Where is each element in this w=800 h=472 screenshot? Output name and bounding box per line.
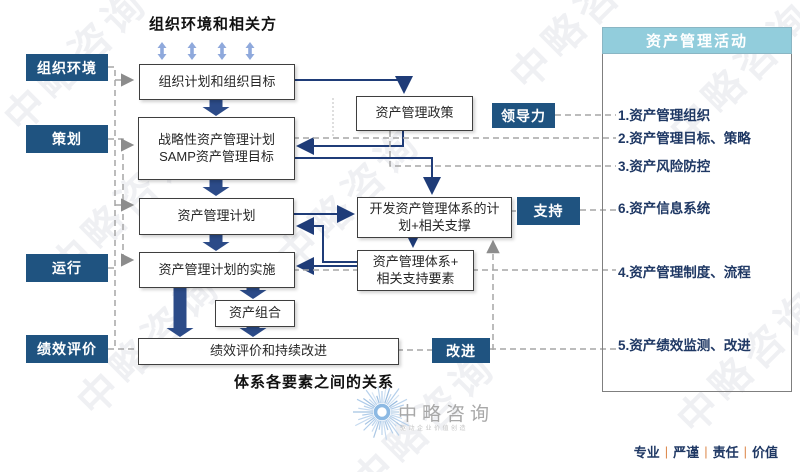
flow-box-am-plan: 资产管理计划 — [139, 198, 294, 235]
footer-value: 专业 — [633, 445, 660, 460]
stage-box-environment: 组织环境 — [26, 54, 108, 81]
stage-box-evaluation: 绩效评价 — [26, 335, 108, 363]
footer-value: 责任 — [712, 445, 739, 460]
panel-item-info-system: 6.资产信息系统 — [618, 201, 711, 216]
flow-box-policy: 资产管理政策 — [356, 96, 473, 131]
footer-separator-icon: | — [704, 444, 708, 459]
footer-separator-icon: | — [664, 444, 669, 459]
footer-value: 价值 — [751, 445, 778, 460]
logo-starburst-icon — [353, 382, 410, 440]
dashed-connectors — [108, 66, 616, 351]
tag-box-improvement: 改进 — [432, 338, 490, 363]
flow-box-system-support: 资产管理体系+ 相关支持要素 — [357, 250, 474, 291]
stage-box-planning: 策划 — [26, 125, 108, 153]
panel-item-org: 1.资产管理组织 — [618, 108, 711, 123]
footer-separator-icon: | — [743, 444, 747, 459]
panel-item-monitoring: 5.资产绩效监测、改进 — [618, 338, 751, 353]
flow-box-org-goals: 组织计划和组织目标 — [139, 64, 295, 100]
flow-box-portfolio: 资产组合 — [215, 300, 295, 327]
flow-box-performance: 绩效评价和持续改进 — [138, 338, 399, 365]
flow-box-samp: 战略性资产管理计划 SAMP资产管理目标 — [138, 117, 295, 180]
logo-ring-icon — [373, 403, 391, 421]
stage-box-operation: 运行 — [26, 254, 108, 282]
panel-item-objectives: 2.资产管理目标、策略 — [618, 131, 751, 146]
activities-panel: 资产管理活动 1.资产管理组织 2.资产管理目标、策略 3.资产风险防控 6.资… — [602, 27, 792, 392]
panel-item-risk: 3.资产风险防控 — [618, 159, 711, 174]
footer-value: 严谨 — [673, 445, 700, 460]
flow-box-develop-system: 开发资产管理体系的计 划+相关支撑 — [357, 197, 512, 238]
environment-exchange-arrows-icon — [157, 42, 255, 60]
panel-item-process: 4.资产管理制度、流程 — [618, 265, 751, 280]
flow-down-arrows-icon — [166, 99, 267, 337]
logo-wordmark: 中略咨询 — [398, 404, 495, 425]
navy-connectors — [293, 76, 441, 275]
logo-tagline: 驱动企业价值创造 — [400, 426, 469, 432]
footer-values: 专业 | 严谨 | 责任 | 价值 — [634, 442, 778, 461]
flow-box-implementation: 资产管理计划的实施 — [139, 252, 295, 288]
activities-panel-title: 资产管理活动 — [602, 27, 792, 54]
tag-box-support: 支持 — [517, 197, 580, 225]
tag-box-leadership: 领导力 — [492, 103, 555, 128]
bottom-caption: 体系各要素之间的关系 — [234, 374, 395, 391]
top-title: 组织环境和相关方 — [149, 16, 278, 33]
